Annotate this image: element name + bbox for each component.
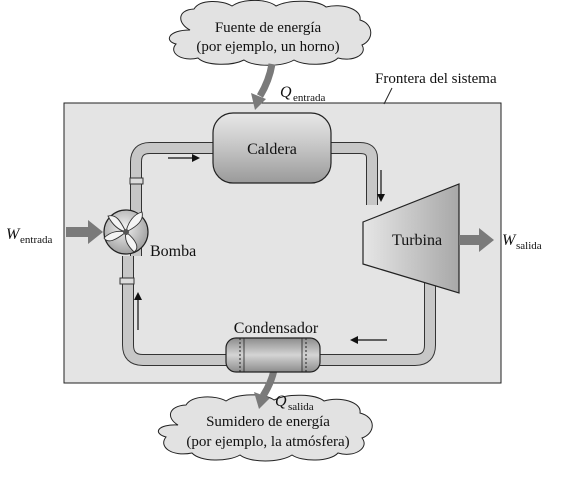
pipe-joint-upper <box>129 177 144 185</box>
source-line-2: (por ejemplo, un horno) <box>196 39 339 55</box>
work-out-arrowhead <box>479 228 494 252</box>
work-in-symbol: W <box>6 226 21 243</box>
heat-out-subscript: salida <box>288 401 314 413</box>
work-out-subscript: salida <box>516 240 542 252</box>
boiler-label: Caldera <box>247 141 297 158</box>
turbine <box>362 183 460 294</box>
source-line-1: Fuente de energía <box>215 20 322 36</box>
heat-in-arrowhead <box>251 93 266 110</box>
work-out-arrow <box>459 235 479 245</box>
work-in-subscript: entrada <box>20 234 52 246</box>
boundary-label: Frontera del sistema <box>375 71 497 87</box>
sink-line-1: Sumidero de energía <box>206 414 330 430</box>
energy-source-cloud <box>168 0 372 66</box>
heat-in-symbol: Q <box>280 84 292 101</box>
heat-out-arrowhead <box>254 392 270 409</box>
work-in-arrow <box>66 227 88 237</box>
pipe-joint-lower <box>119 277 135 285</box>
pump <box>103 209 149 255</box>
turbine-label: Turbina <box>392 232 442 249</box>
work-out-symbol: W <box>502 232 517 249</box>
work-in-arrowhead <box>88 220 103 244</box>
heat-in-arrow <box>256 63 276 98</box>
condenser <box>225 337 321 373</box>
energy-sink-cloud <box>157 394 373 462</box>
sink-line-2: (por ejemplo, la atmósfera) <box>186 434 349 450</box>
boiler <box>212 112 332 184</box>
heat-out-symbol: Q <box>275 393 287 410</box>
heat-in-subscript: entrada <box>293 92 325 104</box>
condenser-label: Condensador <box>234 320 319 337</box>
boundary-leader-line <box>383 87 393 105</box>
pump-label: Bomba <box>150 243 196 260</box>
